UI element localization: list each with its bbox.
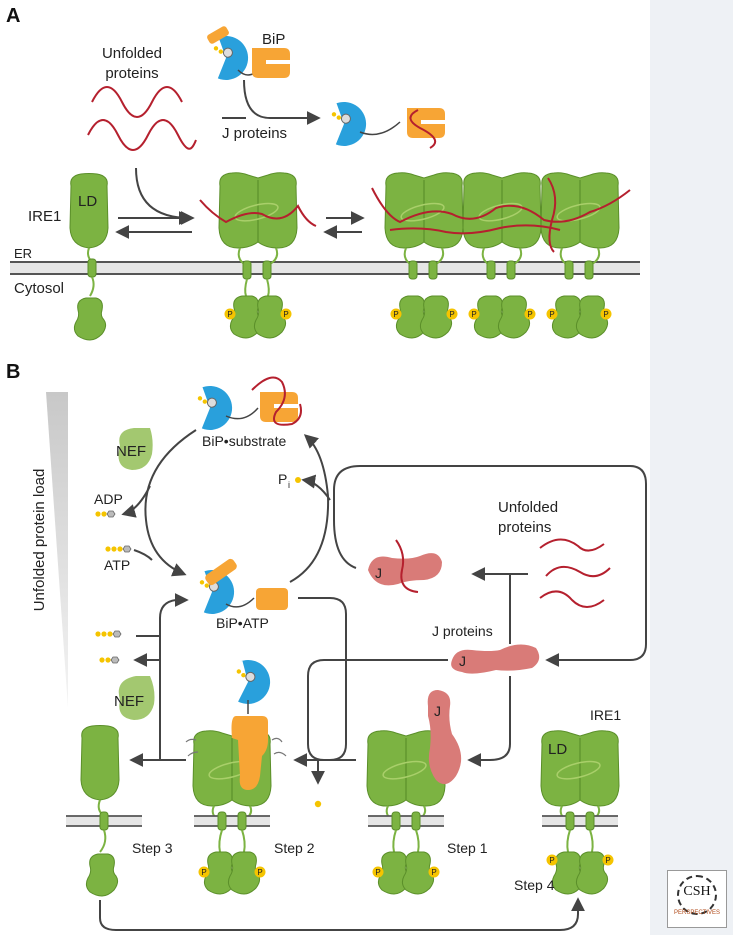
a-phosphate-label: P	[393, 310, 398, 319]
step1-phosphate-label: P	[375, 868, 380, 877]
b-j-protein-substrate	[368, 539, 442, 593]
b-unfolded-squiggle	[539, 590, 605, 608]
a-er-label: ER	[14, 246, 32, 261]
a-bip-substrate	[319, 94, 445, 152]
a-ire1-monomer	[69, 173, 109, 341]
j-label-substrate: J	[375, 565, 382, 581]
panel-b-label: B	[6, 361, 20, 383]
a-binding-arrow	[135, 167, 193, 225]
atp-binding-arrow	[133, 549, 153, 561]
step4-ld-label: LD	[548, 741, 567, 758]
step2-ire1-dimer-bip	[185, 653, 287, 895]
logo-helix-icon	[677, 875, 717, 915]
a-unfolded-label-1: Unfolded	[102, 45, 162, 62]
step3-label: Step 3	[132, 840, 173, 856]
j-to-step1-arrow	[467, 743, 511, 767]
cycle-arrow-left	[144, 429, 197, 577]
cycle-arrow-right	[289, 434, 330, 583]
logo-text: CSH	[683, 884, 711, 899]
step2-label: Step 2	[274, 840, 315, 856]
a-ld-label: LD	[78, 193, 97, 210]
cshp-logo: CSH PERSPECTIVES	[667, 870, 727, 928]
b-unfolded-squiggle	[539, 538, 605, 552]
b-bip-substrate	[185, 376, 302, 436]
step1-j-label: J	[434, 703, 441, 719]
nef-lower	[118, 676, 155, 720]
step2-phosphate-label: P	[201, 868, 206, 877]
b-j-protein-free	[451, 644, 540, 674]
adp-label: ADP	[94, 491, 123, 507]
step3-to-bip-atp-arrow	[159, 593, 189, 760]
a-bip-label: BiP	[262, 31, 285, 48]
step4-ire1-label: IRE1	[590, 707, 621, 723]
bip-atp-label: BiP•ATP	[216, 615, 269, 631]
a-unfolded-protein-squiggle	[87, 119, 197, 151]
ire1-bip-diagram: A Unfolded proteins BiP J proteins ER Cy…	[6, 5, 647, 931]
b-unfolded-squiggle	[545, 565, 611, 578]
a-phosphate-label: P	[449, 310, 454, 319]
bip-atp-to-step2-arrow	[293, 597, 347, 767]
adp-chain	[95, 510, 116, 518]
a-j-protein-arrow	[243, 79, 321, 125]
b-unfolded-label-2: proteins	[498, 519, 551, 536]
pi-dot-step2	[314, 800, 322, 808]
step2-phosphate-label: P	[257, 868, 262, 877]
a-phosphate-label: P	[603, 310, 608, 319]
step4-phosphate-label: P	[605, 856, 610, 865]
step1-label: Step 1	[447, 840, 488, 856]
nef-upper-label: NEF	[116, 443, 146, 460]
step3-to-step4-arrow	[99, 897, 585, 931]
a-ire1-oligomer	[371, 172, 631, 339]
a-j-proteins-label: J proteins	[222, 125, 287, 142]
nef-lower-label: NEF	[114, 693, 144, 710]
atp-chain	[105, 545, 132, 553]
atp-label: ATP	[104, 557, 130, 573]
a-phosphate-label: P	[283, 310, 288, 319]
j-recycle-arrow	[307, 659, 448, 761]
a-cytosol-label: Cytosol	[14, 280, 64, 297]
a-phosphate-label: P	[549, 310, 554, 319]
atp-chain-lower	[95, 630, 122, 638]
logo-subtext: PERSPECTIVES	[673, 910, 720, 916]
a-phosphate-label: P	[471, 310, 476, 319]
b-bip-atp	[187, 558, 288, 620]
page-margin	[650, 0, 733, 935]
pi-label: P	[278, 471, 287, 487]
j-proteins-label: J proteins	[432, 623, 493, 639]
adp-release-arrow	[121, 485, 151, 518]
a-unfolded-label-2: proteins	[105, 65, 158, 82]
step3-ire1-monomer	[65, 725, 143, 897]
loop-arrow-outer	[333, 465, 647, 667]
a-bip-atp-chaperone	[201, 26, 290, 86]
a-phosphate-label: P	[227, 310, 232, 319]
unfolded-load-label: Unfolded protein load	[31, 469, 48, 612]
b-unfolded-label-1: Unfolded	[498, 499, 558, 516]
a-ire1-dimer	[199, 172, 317, 339]
step1-phosphate-label: P	[431, 868, 436, 877]
adp-chain-lower	[99, 656, 120, 664]
bip-substrate-label: BiP•substrate	[202, 433, 286, 449]
a-unfolded-protein-squiggle	[91, 86, 183, 118]
step4-phosphate-label: P	[549, 856, 554, 865]
step4-label: Step 4	[514, 877, 555, 893]
pi-dot	[295, 477, 301, 483]
pi-subscript: i	[288, 480, 290, 490]
a-phosphate-label: P	[527, 310, 532, 319]
pi-release-arrow	[301, 474, 331, 501]
a-ire1-label: IRE1	[28, 208, 61, 225]
step4-ire1-dimer	[540, 730, 620, 895]
a-er-membrane	[9, 261, 641, 275]
step1-ire1-dimer-j	[366, 690, 462, 895]
nef-upper	[118, 428, 153, 470]
j-label-free: J	[459, 653, 466, 669]
panel-a-label: A	[6, 5, 20, 27]
unfolded-load-wedge	[46, 392, 68, 708]
